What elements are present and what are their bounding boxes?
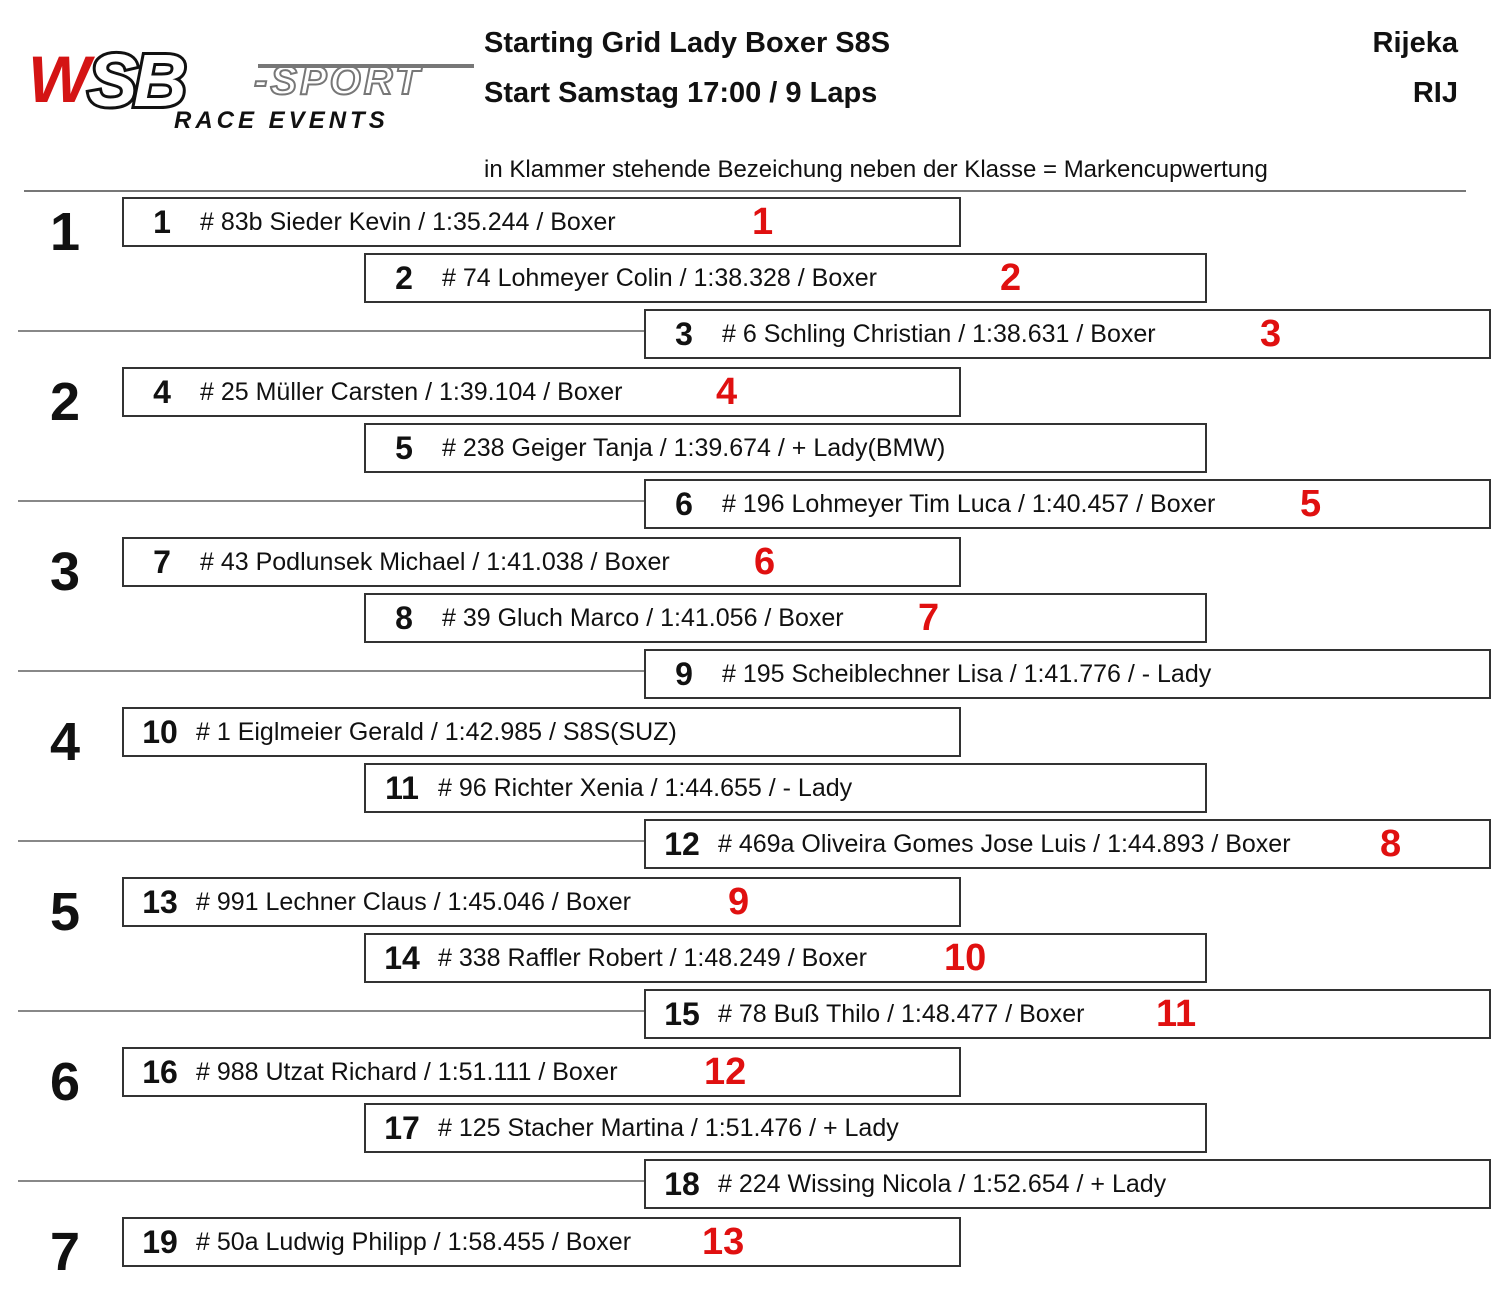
driver-entry: # 125 Stacher Martina / 1:51.476 / + Lad… bbox=[438, 1113, 899, 1142]
grid-slot: 19 # 50a Ludwig Philipp / 1:58.455 / Boxe… bbox=[122, 1217, 961, 1267]
grid-position: 16 bbox=[142, 1053, 178, 1090]
grid-position: 7 bbox=[153, 543, 171, 580]
grid-slot: 18 # 224 Wissing Nicola / 1:52.654 / + La… bbox=[644, 1159, 1491, 1209]
driver-entry: # 1 Eiglmeier Gerald / 1:42.985 / S8S(SU… bbox=[196, 717, 677, 746]
grid-position: 13 bbox=[142, 883, 178, 920]
grid-slot: 5 # 238 Geiger Tanja / 1:39.674 / + Lady(… bbox=[364, 423, 1207, 473]
grid-position: 3 bbox=[675, 315, 693, 352]
grid-position: 2 bbox=[395, 259, 413, 296]
grid-slot: 16 # 988 Utzat Richard / 1:51.111 / Boxer bbox=[122, 1047, 961, 1097]
class-note: in Klammer stehende Bezeichung neben der… bbox=[484, 156, 1268, 183]
grid-slot: 17 # 125 Stacher Martina / 1:51.476 / + L… bbox=[364, 1103, 1207, 1153]
grid-slot: 7 # 43 Podlunsek Michael / 1:41.038 / Box… bbox=[122, 537, 961, 587]
grid-slot: 14 # 338 Raffler Robert / 1:48.249 / Boxe… bbox=[364, 933, 1207, 983]
cup-rank-number: 3 bbox=[1260, 313, 1282, 355]
grid-position: 11 bbox=[385, 769, 419, 806]
driver-entry: # 224 Wissing Nicola / 1:52.654 / + Lady bbox=[718, 1169, 1167, 1198]
driver-entry: # 43 Podlunsek Michael / 1:41.038 / Boxe… bbox=[200, 547, 670, 576]
cup-rank-number: 2 bbox=[1000, 257, 1022, 299]
cup-rank-number: 6 bbox=[754, 541, 776, 583]
location: Rijeka bbox=[1372, 27, 1458, 59]
driver-entry: # 988 Utzat Richard / 1:51.111 / Boxer bbox=[196, 1057, 618, 1086]
cup-rank-number: 11 bbox=[1156, 993, 1197, 1035]
grid-slot: 9 # 195 Scheiblechner Lisa / 1:41.776 / -… bbox=[644, 649, 1491, 699]
driver-entry: # 96 Richter Xenia / 1:44.655 / - Lady bbox=[438, 773, 853, 802]
driver-entry: # 991 Lechner Claus / 1:45.046 / Boxer bbox=[196, 887, 632, 916]
driver-entry: # 238 Geiger Tanja / 1:39.674 / + Lady(B… bbox=[442, 433, 946, 462]
grid-slot: 2 # 74 Lohmeyer Colin / 1:38.328 / Boxer bbox=[364, 253, 1207, 303]
svg-text:SB: SB bbox=[88, 39, 184, 122]
driver-entry: # 195 Scheiblechner Lisa / 1:41.776 / - … bbox=[722, 659, 1212, 688]
driver-entry: # 6 Schling Christian / 1:38.631 / Boxer bbox=[722, 319, 1156, 348]
driver-entry: # 78 Buß Thilo / 1:48.477 / Boxer bbox=[718, 999, 1085, 1028]
start-info: Start Samstag 17:00 / 9 Laps bbox=[484, 77, 878, 109]
grid-position: 15 bbox=[664, 995, 700, 1032]
grid-position: 10 bbox=[142, 713, 178, 750]
driver-entry: # 196 Lohmeyer Tim Luca / 1:40.457 / Box… bbox=[722, 489, 1216, 518]
svg-text:RACE EVENTS: RACE EVENTS bbox=[174, 107, 389, 134]
grid-slot: 13 # 991 Lechner Claus / 1:45.046 / Boxer bbox=[122, 877, 961, 927]
grid-position: 6 bbox=[675, 485, 693, 522]
header-divider bbox=[24, 190, 1466, 192]
grid-slot: 1 # 83b Sieder Kevin / 1:35.244 / Boxer bbox=[122, 197, 961, 247]
grid-row-number: 5 bbox=[50, 882, 81, 942]
grid-slot: 3 # 6 Schling Christian / 1:38.631 / Boxe… bbox=[644, 309, 1491, 359]
grid-slot: 10 # 1 Eiglmeier Gerald / 1:42.985 / S8S(… bbox=[122, 707, 961, 757]
grid-row-number: 3 bbox=[50, 542, 81, 602]
grid-position: 4 bbox=[153, 373, 171, 410]
cup-rank-number: 8 bbox=[1380, 823, 1402, 865]
grid-position: 9 bbox=[675, 655, 693, 692]
grid-position: 14 bbox=[384, 939, 420, 976]
grid-position: 17 bbox=[384, 1109, 420, 1146]
driver-entry: # 25 Müller Carsten / 1:39.104 / Boxer bbox=[200, 377, 623, 406]
grid-slot: 12 # 469a Oliveira Gomes Jose Luis / 1:44… bbox=[644, 819, 1491, 869]
page-title: Starting Grid Lady Boxer S8S bbox=[484, 27, 891, 59]
grid-row-number: 4 bbox=[50, 712, 81, 772]
grid-row-number: 7 bbox=[50, 1222, 81, 1282]
driver-entry: # 469a Oliveira Gomes Jose Luis / 1:44.8… bbox=[718, 829, 1291, 858]
cup-rank-number: 12 bbox=[704, 1051, 747, 1093]
cup-rank-number: 1 bbox=[752, 201, 774, 243]
wsb-sport-logo: W SB SB -SPORT RACE EVENTS bbox=[28, 36, 474, 134]
cup-rank-number: 10 bbox=[944, 937, 987, 979]
location-code: RIJ bbox=[1412, 77, 1458, 109]
grid-position: 8 bbox=[395, 599, 413, 636]
grid-position: 18 bbox=[664, 1165, 700, 1202]
grid-slot: 8 # 39 Gluch Marco / 1:41.056 / Boxer bbox=[364, 593, 1207, 643]
grid-position: 1 bbox=[153, 203, 171, 240]
grid-position: 19 bbox=[142, 1223, 178, 1260]
grid-slot: 6 # 196 Lohmeyer Tim Luca / 1:40.457 / Bo… bbox=[644, 479, 1491, 529]
grid-slot: 15 # 78 Buß Thilo / 1:48.477 / Boxer bbox=[644, 989, 1491, 1039]
svg-text:SB: SB bbox=[88, 39, 184, 122]
cup-rank-number: 4 bbox=[716, 371, 738, 413]
grid-slot: 11 # 96 Richter Xenia / 1:44.655 / - Lady bbox=[364, 763, 1207, 813]
grid-position: 12 bbox=[664, 825, 700, 862]
driver-entry: # 39 Gluch Marco / 1:41.056 / Boxer bbox=[442, 603, 844, 632]
cup-rank-number: 7 bbox=[918, 597, 940, 639]
grid-row-number: 2 bbox=[50, 372, 81, 432]
cup-rank-number: 13 bbox=[702, 1221, 745, 1263]
driver-entry: # 74 Lohmeyer Colin / 1:38.328 / Boxer bbox=[442, 263, 877, 292]
grid-row-number: 1 bbox=[50, 202, 81, 262]
svg-text:W: W bbox=[28, 42, 95, 116]
cup-rank-number: 5 bbox=[1300, 483, 1322, 525]
cup-rank-number: 9 bbox=[728, 881, 750, 923]
driver-entry: # 50a Ludwig Philipp / 1:58.455 / Boxer bbox=[196, 1227, 632, 1256]
driver-entry: # 83b Sieder Kevin / 1:35.244 / Boxer bbox=[200, 207, 616, 236]
grid-position: 5 bbox=[395, 429, 413, 466]
driver-entry: # 338 Raffler Robert / 1:48.249 / Boxer bbox=[438, 943, 867, 972]
grid-slot: 4 # 25 Müller Carsten / 1:39.104 / Boxer bbox=[122, 367, 961, 417]
grid-row-number: 6 bbox=[50, 1052, 81, 1112]
